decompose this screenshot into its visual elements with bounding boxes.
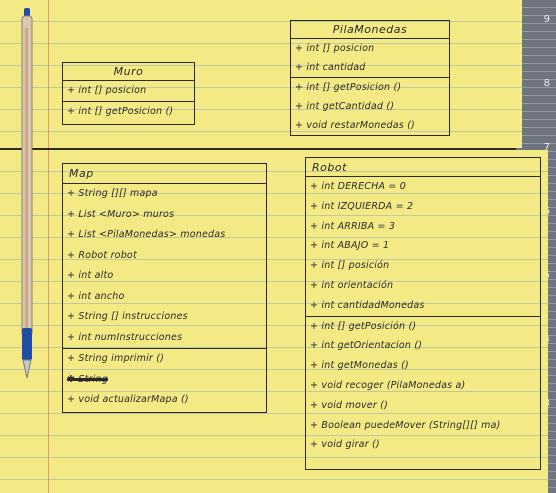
pila-monedas-method: + void restarMonedas () — [295, 120, 415, 131]
pila-monedas-method: + int getCantidad () — [295, 101, 395, 112]
robot-class-box: Robot + int DERECHA = 0 + int IZQUIERDA … — [305, 157, 541, 470]
robot-attribute: + int ARRIBA = 3 — [310, 220, 396, 232]
map-attribute: + Robot robot — [67, 249, 137, 261]
map-class-box: Map + String [][] mapa + List <Muro> mur… — [62, 163, 267, 413]
robot-method: + int getOrientacion () — [310, 340, 423, 352]
map-method: + String imprimir () — [67, 353, 165, 364]
map-attribute: + String [][] mapa — [67, 188, 158, 199]
map-attribute: + int numInstrucciones — [67, 331, 183, 343]
robot-method: + void girar () — [310, 439, 380, 451]
robot-method: + void mover () — [310, 399, 388, 411]
muro-attribute: + int [] posicion — [67, 85, 147, 96]
bottom-sticky-note — [0, 150, 548, 493]
robot-attribute: + int [] posición — [310, 260, 390, 272]
robot-attribute: + int IZQUIERDA = 2 — [310, 200, 414, 212]
robot-attribute: + int ABAJO = 1 — [310, 240, 390, 252]
robot-method: + void recoger (PilaMonedas a) — [310, 379, 466, 391]
map-attribute: + int ancho — [67, 290, 125, 302]
pila-monedas-title: PilaMonedas — [291, 21, 449, 39]
robot-attribute: + int DERECHA = 0 — [310, 181, 407, 192]
ruler-mark: 9 — [543, 14, 550, 25]
pila-monedas-class-box: PilaMonedas + int [] posicion + int cant… — [290, 20, 450, 136]
map-attribute: + String [] instrucciones — [67, 311, 188, 322]
robot-attribute: + int cantidadMonedas — [310, 299, 425, 311]
muro-method: + int [] getPosicion () — [67, 106, 174, 117]
map-attribute: + List <PilaMonedas> monedas — [67, 229, 226, 240]
ruler-mark: 8 — [543, 78, 550, 89]
top-sticky-note — [0, 0, 522, 148]
pen-icon — [21, 8, 33, 379]
map-method: + void actualizarMapa () — [67, 394, 189, 405]
map-method-scribbled: ✱ String — [67, 373, 108, 385]
pila-monedas-method: + int [] getPosicion () — [295, 82, 402, 93]
map-attribute: + List <Muro> muros — [67, 208, 175, 220]
pila-monedas-attribute: + int [] posicion — [295, 43, 375, 54]
map-title: Map — [63, 164, 266, 184]
robot-method: + int getMonedas () — [310, 360, 409, 372]
robot-method: + Boolean puedeMover (String[][] ma) — [310, 419, 501, 431]
robot-method: + int [] getPosición () — [310, 320, 417, 332]
pila-monedas-attribute: + int cantidad — [295, 62, 366, 73]
ruler-mark: 7 — [543, 142, 550, 153]
robot-title: Robot — [306, 158, 540, 177]
muro-class-box: Muro + int [] posicion + int [] getPosic… — [62, 62, 195, 125]
muro-title: Muro — [63, 63, 194, 81]
robot-attribute: + int orientación — [310, 279, 394, 291]
map-attribute: + int alto — [67, 270, 114, 281]
